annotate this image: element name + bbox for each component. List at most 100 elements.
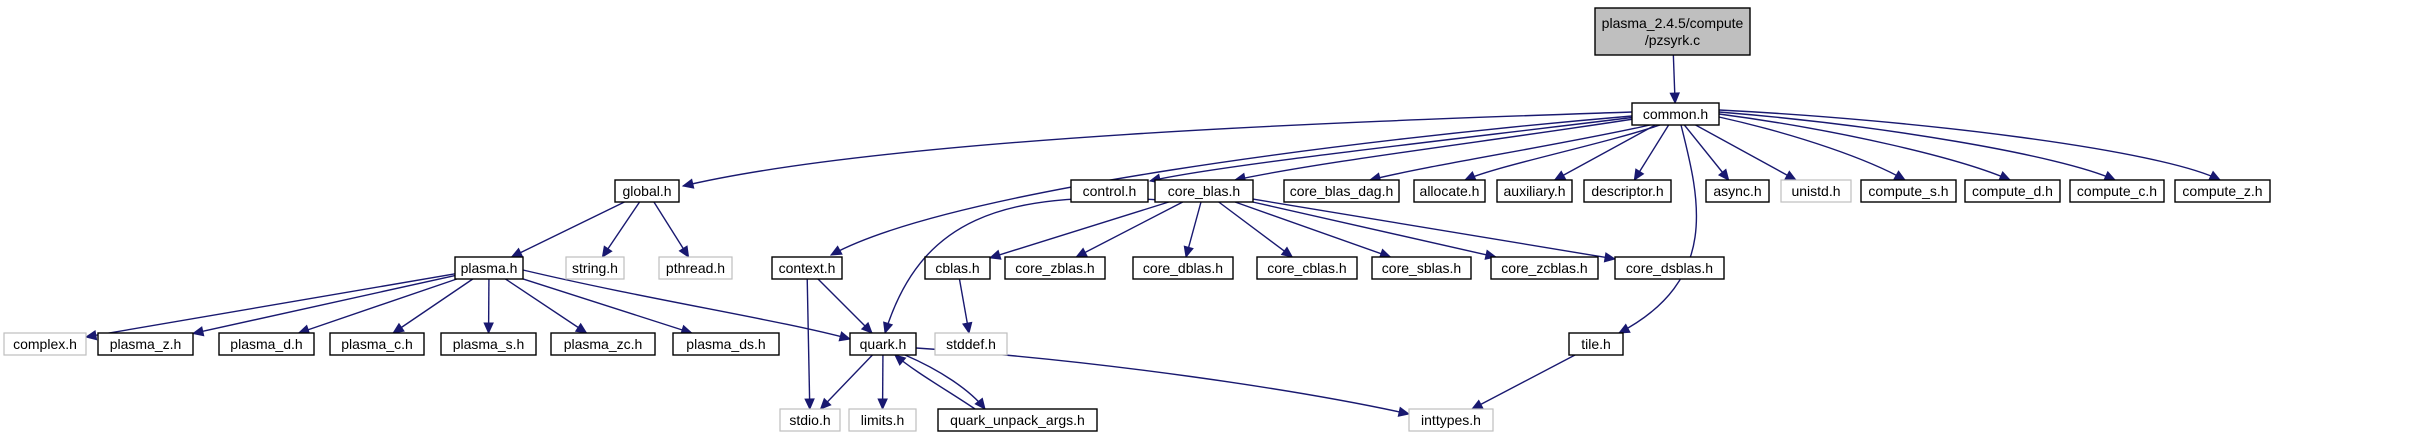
node-label: stdio.h [789, 412, 830, 428]
edge-line [904, 354, 986, 410]
edge-common-to-core_blas_dag [1368, 124, 1651, 183]
edge-common-to-core_blas [1233, 117, 1641, 183]
edge-line [1471, 354, 1576, 410]
edge-common-to-compute_s [1718, 116, 1907, 181]
node-compute-z[interactable]: compute_z.h [2174, 179, 2271, 203]
node-label: allocate.h [1420, 183, 1480, 199]
node-box [440, 332, 537, 356]
node-auxiliary[interactable]: auxiliary.h [1496, 179, 1573, 203]
node-label: plasma_s.h [453, 336, 525, 352]
node-core-dblas[interactable]: core_dblas.h [1132, 256, 1234, 280]
arrowhead-common-to-tile [1617, 323, 1631, 334]
node-label: plasma_ds.h [686, 336, 765, 352]
node-box [1631, 102, 1720, 126]
node-common[interactable]: common.h [1631, 102, 1720, 126]
node-box [658, 256, 733, 280]
edge-line [85, 273, 456, 338]
edge-line [894, 354, 976, 410]
arrowhead-common-to-compute_s [1893, 170, 1907, 181]
edge-line [1718, 113, 2011, 181]
node-box [329, 332, 425, 356]
edge-context-to-quark [817, 278, 873, 334]
node-box [97, 332, 194, 356]
node-label: compute_s.h [1868, 183, 1948, 199]
node-allocate[interactable]: allocate.h [1413, 179, 1486, 203]
node-control[interactable]: control.h [1070, 179, 1149, 203]
edge-plasma-to-plasma_s [483, 278, 494, 335]
edge-line [1618, 124, 1698, 334]
node-label: core_zblas.h [1015, 260, 1094, 276]
node-plasma[interactable]: plasma.h [454, 256, 524, 280]
node-label: tile.h [1581, 336, 1611, 352]
edge-cblas-to-stddef [958, 278, 973, 335]
edge-core_blas-to-core_dsblas [1252, 198, 1617, 263]
node-descriptor[interactable]: descriptor.h [1583, 179, 1672, 203]
edge-line [653, 201, 690, 258]
node-compute-s[interactable]: compute_s.h [1860, 179, 1957, 203]
node-plasma-z[interactable]: plasma_z.h [97, 332, 194, 356]
node-complex: complex.h [3, 332, 87, 356]
edge-quark-to-limits [877, 354, 888, 411]
node-plasma-zc[interactable]: plasma_zc.h [550, 332, 656, 356]
node-plasma-ds[interactable]: plasma_ds.h [672, 332, 780, 356]
edge-line [1218, 201, 1293, 258]
arrowhead-core_blas-to-core_zblas [1075, 247, 1089, 258]
node-core-blas-dag[interactable]: core_blas_dag.h [1283, 179, 1400, 203]
arrowhead-common-to-compute_c [2103, 170, 2117, 181]
edge-quark_unpack_args-to-quark [894, 354, 976, 410]
node-stddef: stddef.h [934, 332, 1008, 356]
edge-common-to-compute_d [1718, 113, 2012, 181]
node-compute-c[interactable]: compute_c.h [2069, 179, 2165, 203]
edge-core_blas-to-cblas [988, 201, 1169, 260]
node-core-zblas[interactable]: core_zblas.h [1004, 256, 1106, 280]
node-plasma-d[interactable]: plasma_d.h [218, 332, 315, 356]
edge-line [989, 201, 1169, 259]
node-root[interactable]: plasma_2.4.5/compute/pzsyrk.c [1594, 7, 1751, 56]
node-plasma-c[interactable]: plasma_c.h [329, 332, 425, 356]
node-core-cblas[interactable]: core_cblas.h [1256, 256, 1358, 280]
node-global[interactable]: global.h [614, 179, 680, 203]
node-box [1283, 179, 1400, 203]
arrowhead-common-to-auxiliary [1553, 170, 1567, 181]
node-core-dsblas[interactable]: core_dsblas.h [1614, 256, 1725, 280]
edge-line [682, 111, 1633, 187]
edge-line [392, 278, 474, 334]
node-compute-d[interactable]: compute_d.h [1964, 179, 2061, 203]
edge-line [1234, 117, 1641, 181]
node-label: compute_z.h [2182, 183, 2262, 199]
arrowhead-context-to-stdio [804, 398, 815, 411]
arrowhead-quark-to-inttypes [1397, 406, 1411, 417]
node-core-blas[interactable]: core_blas.h [1154, 179, 1254, 203]
edge-quark-to-inttypes [915, 347, 1411, 417]
node-box [1371, 256, 1472, 280]
arrowhead-plasma-to-complex [84, 330, 98, 341]
node-label: control.h [1083, 183, 1137, 199]
arrowhead-root-to-common [1669, 92, 1680, 105]
node-label: /pzsyrk.c [1645, 32, 1700, 48]
node-cblas[interactable]: cblas.h [924, 256, 991, 280]
arrowhead-plasma-to-plasma_c [392, 322, 405, 334]
edge-context-to-stdio [804, 278, 815, 411]
node-box [1256, 256, 1358, 280]
node-core-zcblas[interactable]: core_zcblas.h [1490, 256, 1599, 280]
node-plasma-s[interactable]: plasma_s.h [440, 332, 537, 356]
arrowhead-plasma-to-plasma_s [483, 322, 494, 335]
edge-core_blas-to-core_sblas [1234, 201, 1392, 259]
node-quark[interactable]: quark.h [849, 332, 917, 356]
node-box [1594, 7, 1751, 56]
node-label: context.h [779, 260, 836, 276]
edge-plasma-to-plasma_zc [505, 278, 588, 334]
node-label: plasma_c.h [341, 336, 413, 352]
node-core-sblas[interactable]: core_sblas.h [1371, 256, 1472, 280]
node-context[interactable]: context.h [771, 256, 843, 280]
arrowhead-core_blas-to-quark [883, 321, 894, 335]
node-async[interactable]: async.h [1705, 179, 1770, 203]
edge-tile-to-inttypes [1470, 354, 1576, 410]
edge-plasma-to-plasma_d [297, 278, 458, 335]
node-tile[interactable]: tile.h [1568, 332, 1624, 356]
node-quark-unpack-args[interactable]: quark_unpack_args.h [937, 408, 1098, 432]
nodes-layer: plasma_2.4.5/compute/pzsyrk.c common.h glo… [3, 7, 2271, 432]
arrowhead-quark_unpack_args-to-quark [894, 354, 907, 366]
node-label: plasma_z.h [110, 336, 182, 352]
